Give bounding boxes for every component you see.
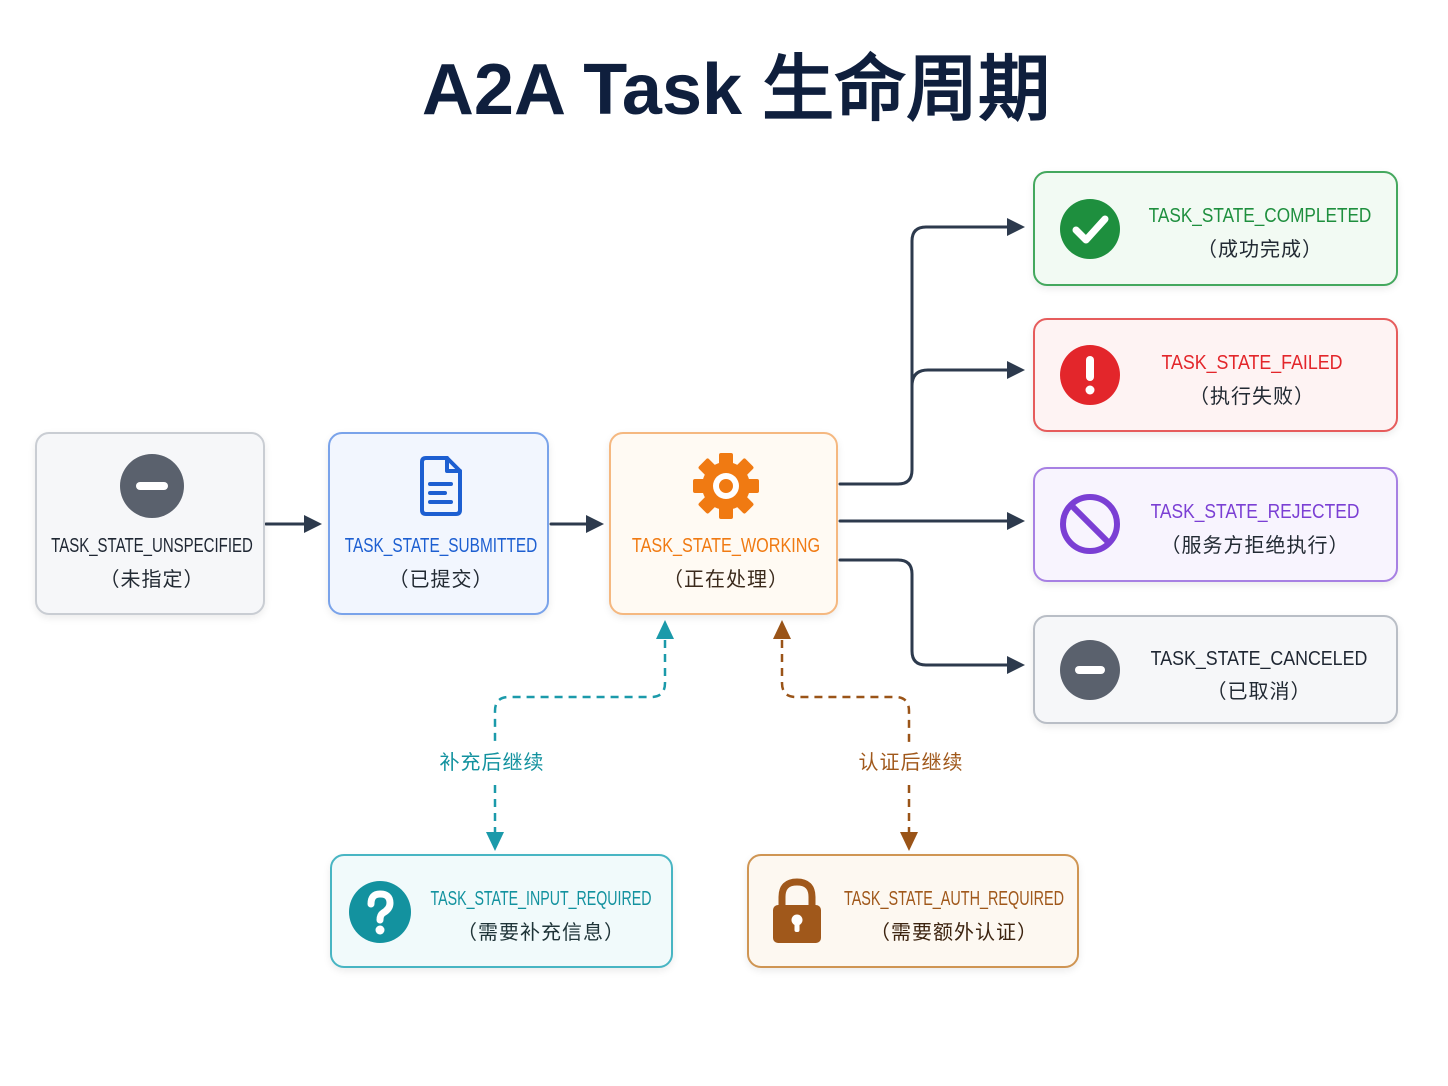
minus-circle-icon: [120, 454, 184, 518]
node-state-label: TASK_STATE_REJECTED: [1150, 501, 1360, 523]
node-rejected: TASK_STATE_REJECTED （服务方拒绝执行）: [1033, 467, 1398, 582]
node-description: （未指定）: [99, 569, 205, 591]
node-state-label: TASK_STATE_UNSPECIFIED: [51, 535, 253, 557]
node-canceled: TASK_STATE_CANCELED （已取消）: [1033, 615, 1398, 724]
gear-icon: [693, 453, 759, 519]
node-state-label: TASK_STATE_AUTH_REQUIRED: [843, 888, 1065, 910]
node-state-label: TASK_STATE_INPUT_REQUIRED: [430, 888, 652, 910]
node-working: TASK_STATE_WORKING （正在处理）: [609, 432, 838, 615]
edge-working-auth-required-loop: [773, 620, 918, 851]
node-state-label: TASK_STATE_COMPLETED: [1148, 205, 1372, 227]
node-description: （正在处理）: [663, 569, 789, 591]
edge-unspecified-to-submitted: [264, 515, 322, 533]
node-completed: TASK_STATE_COMPLETED （成功完成）: [1033, 171, 1398, 286]
question-circle-icon: [349, 881, 411, 943]
node-state-label: TASK_STATE_WORKING: [631, 535, 821, 557]
node-description: （已取消）: [1206, 681, 1312, 703]
edge-working-to-canceled: [838, 558, 1025, 674]
edge-working-to-rejected: [838, 512, 1025, 530]
edge-label-input-resume: 补充后继续: [439, 752, 545, 774]
node-description: （已提交）: [388, 569, 494, 591]
node-unspecified: TASK_STATE_UNSPECIFIED （未指定）: [35, 432, 265, 615]
edge-submitted-to-working: [549, 515, 604, 533]
prohibited-icon: [1060, 494, 1120, 554]
document-icon: [420, 456, 462, 516]
node-auth-required: TASK_STATE_AUTH_REQUIRED （需要额外认证）: [747, 854, 1079, 968]
node-submitted: TASK_STATE_SUBMITTED （已提交）: [328, 432, 549, 615]
edge-label-auth-resume: 认证后继续: [858, 752, 964, 774]
node-state-label: TASK_STATE_CANCELED: [1150, 648, 1368, 670]
edge-working-to-failed: [910, 361, 1025, 388]
node-description: （成功完成）: [1197, 239, 1323, 261]
node-description: （服务方拒绝执行）: [1160, 535, 1350, 557]
node-input-required: TASK_STATE_INPUT_REQUIRED （需要补充信息）: [330, 854, 673, 968]
minus-circle-icon: [1060, 640, 1120, 700]
exclamation-circle-icon: [1060, 345, 1120, 405]
node-description: （需要额外认证）: [870, 922, 1038, 944]
check-circle-icon: [1060, 199, 1120, 259]
node-description: （执行失败）: [1189, 386, 1315, 408]
diagram-title: A2A Task 生命周期: [421, 50, 1051, 130]
edge-working-to-completed: [838, 218, 1025, 486]
node-failed: TASK_STATE_FAILED （执行失败）: [1033, 318, 1398, 432]
edge-working-input-required-loop: [486, 620, 674, 851]
lock-icon: [773, 878, 821, 943]
node-state-label: TASK_STATE_SUBMITTED: [344, 535, 538, 557]
node-description: （需要补充信息）: [457, 922, 625, 944]
node-state-label: TASK_STATE_FAILED: [1161, 352, 1343, 374]
